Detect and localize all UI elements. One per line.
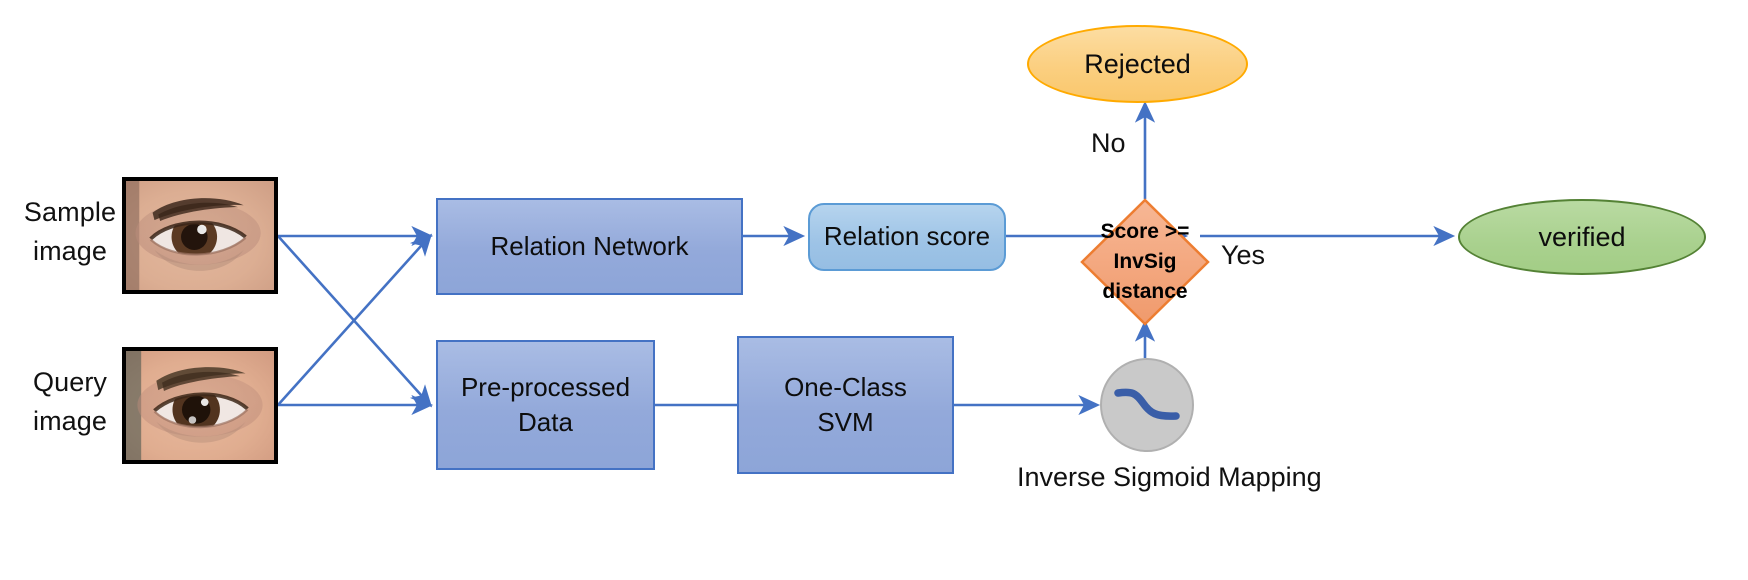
- node-one-class-svm[interactable]: One-Class SVM: [737, 336, 954, 474]
- preprocessed-data-label: Pre-processed Data: [461, 370, 630, 440]
- inverse-sigmoid-curve-icon: [1114, 388, 1180, 420]
- decision-diamond-text: Score >= InvSig distance: [1080, 198, 1210, 326]
- sample-image-label-line2: image: [32, 236, 108, 267]
- node-rejected[interactable]: Rejected: [1027, 25, 1248, 103]
- sample-image-label: Sample image: [20, 193, 120, 271]
- query-image-label-line1: Query: [32, 367, 108, 397]
- node-verified[interactable]: verified: [1458, 199, 1706, 275]
- sample-eye-image: [122, 177, 278, 294]
- decision-label-line1: Score >=: [1100, 220, 1190, 244]
- node-relation-network[interactable]: Relation Network: [436, 198, 743, 295]
- node-relation-score[interactable]: Relation score: [808, 203, 1006, 271]
- diamond-shape: [1080, 198, 1210, 326]
- edge-label-yes: Yes: [1221, 240, 1266, 270]
- node-inverse-sigmoid-mapping[interactable]: [1100, 358, 1194, 452]
- sample-image-label-line1: Sample: [23, 197, 117, 227]
- eye-photo-graphic: [126, 181, 274, 290]
- one-class-svm-label: One-Class SVM: [784, 370, 907, 440]
- edge-label-no: No: [1091, 128, 1126, 158]
- rejected-label: Rejected: [1084, 48, 1191, 79]
- node-preprocessed-data[interactable]: Pre-processed Data: [436, 340, 655, 470]
- query-image-label-line2: image: [32, 406, 108, 437]
- inverse-sigmoid-caption: Inverse Sigmoid Mapping: [1017, 462, 1322, 492]
- query-eye-image: [122, 347, 278, 464]
- decision-label-line2: InvSig: [1113, 250, 1177, 274]
- relation-score-label: Relation score: [823, 221, 991, 252]
- relation-network-label: Relation Network: [490, 230, 689, 261]
- eye-photo-graphic: [126, 351, 274, 460]
- edge-query-to-relation-network: [277, 233, 433, 406]
- one-class-svm-label-line1: One-Class: [784, 371, 907, 402]
- preprocessed-data-label-line2: Data: [518, 407, 573, 437]
- node-decision-diamond[interactable]: Score >= InvSig distance: [1080, 198, 1210, 326]
- decision-label-line3: distance: [1102, 279, 1188, 303]
- preprocessed-data-label-line1: Pre-processed: [460, 371, 631, 402]
- one-class-svm-label-line2: SVM: [817, 407, 874, 437]
- query-image-label: Query image: [20, 363, 120, 441]
- verified-label: verified: [1538, 221, 1626, 252]
